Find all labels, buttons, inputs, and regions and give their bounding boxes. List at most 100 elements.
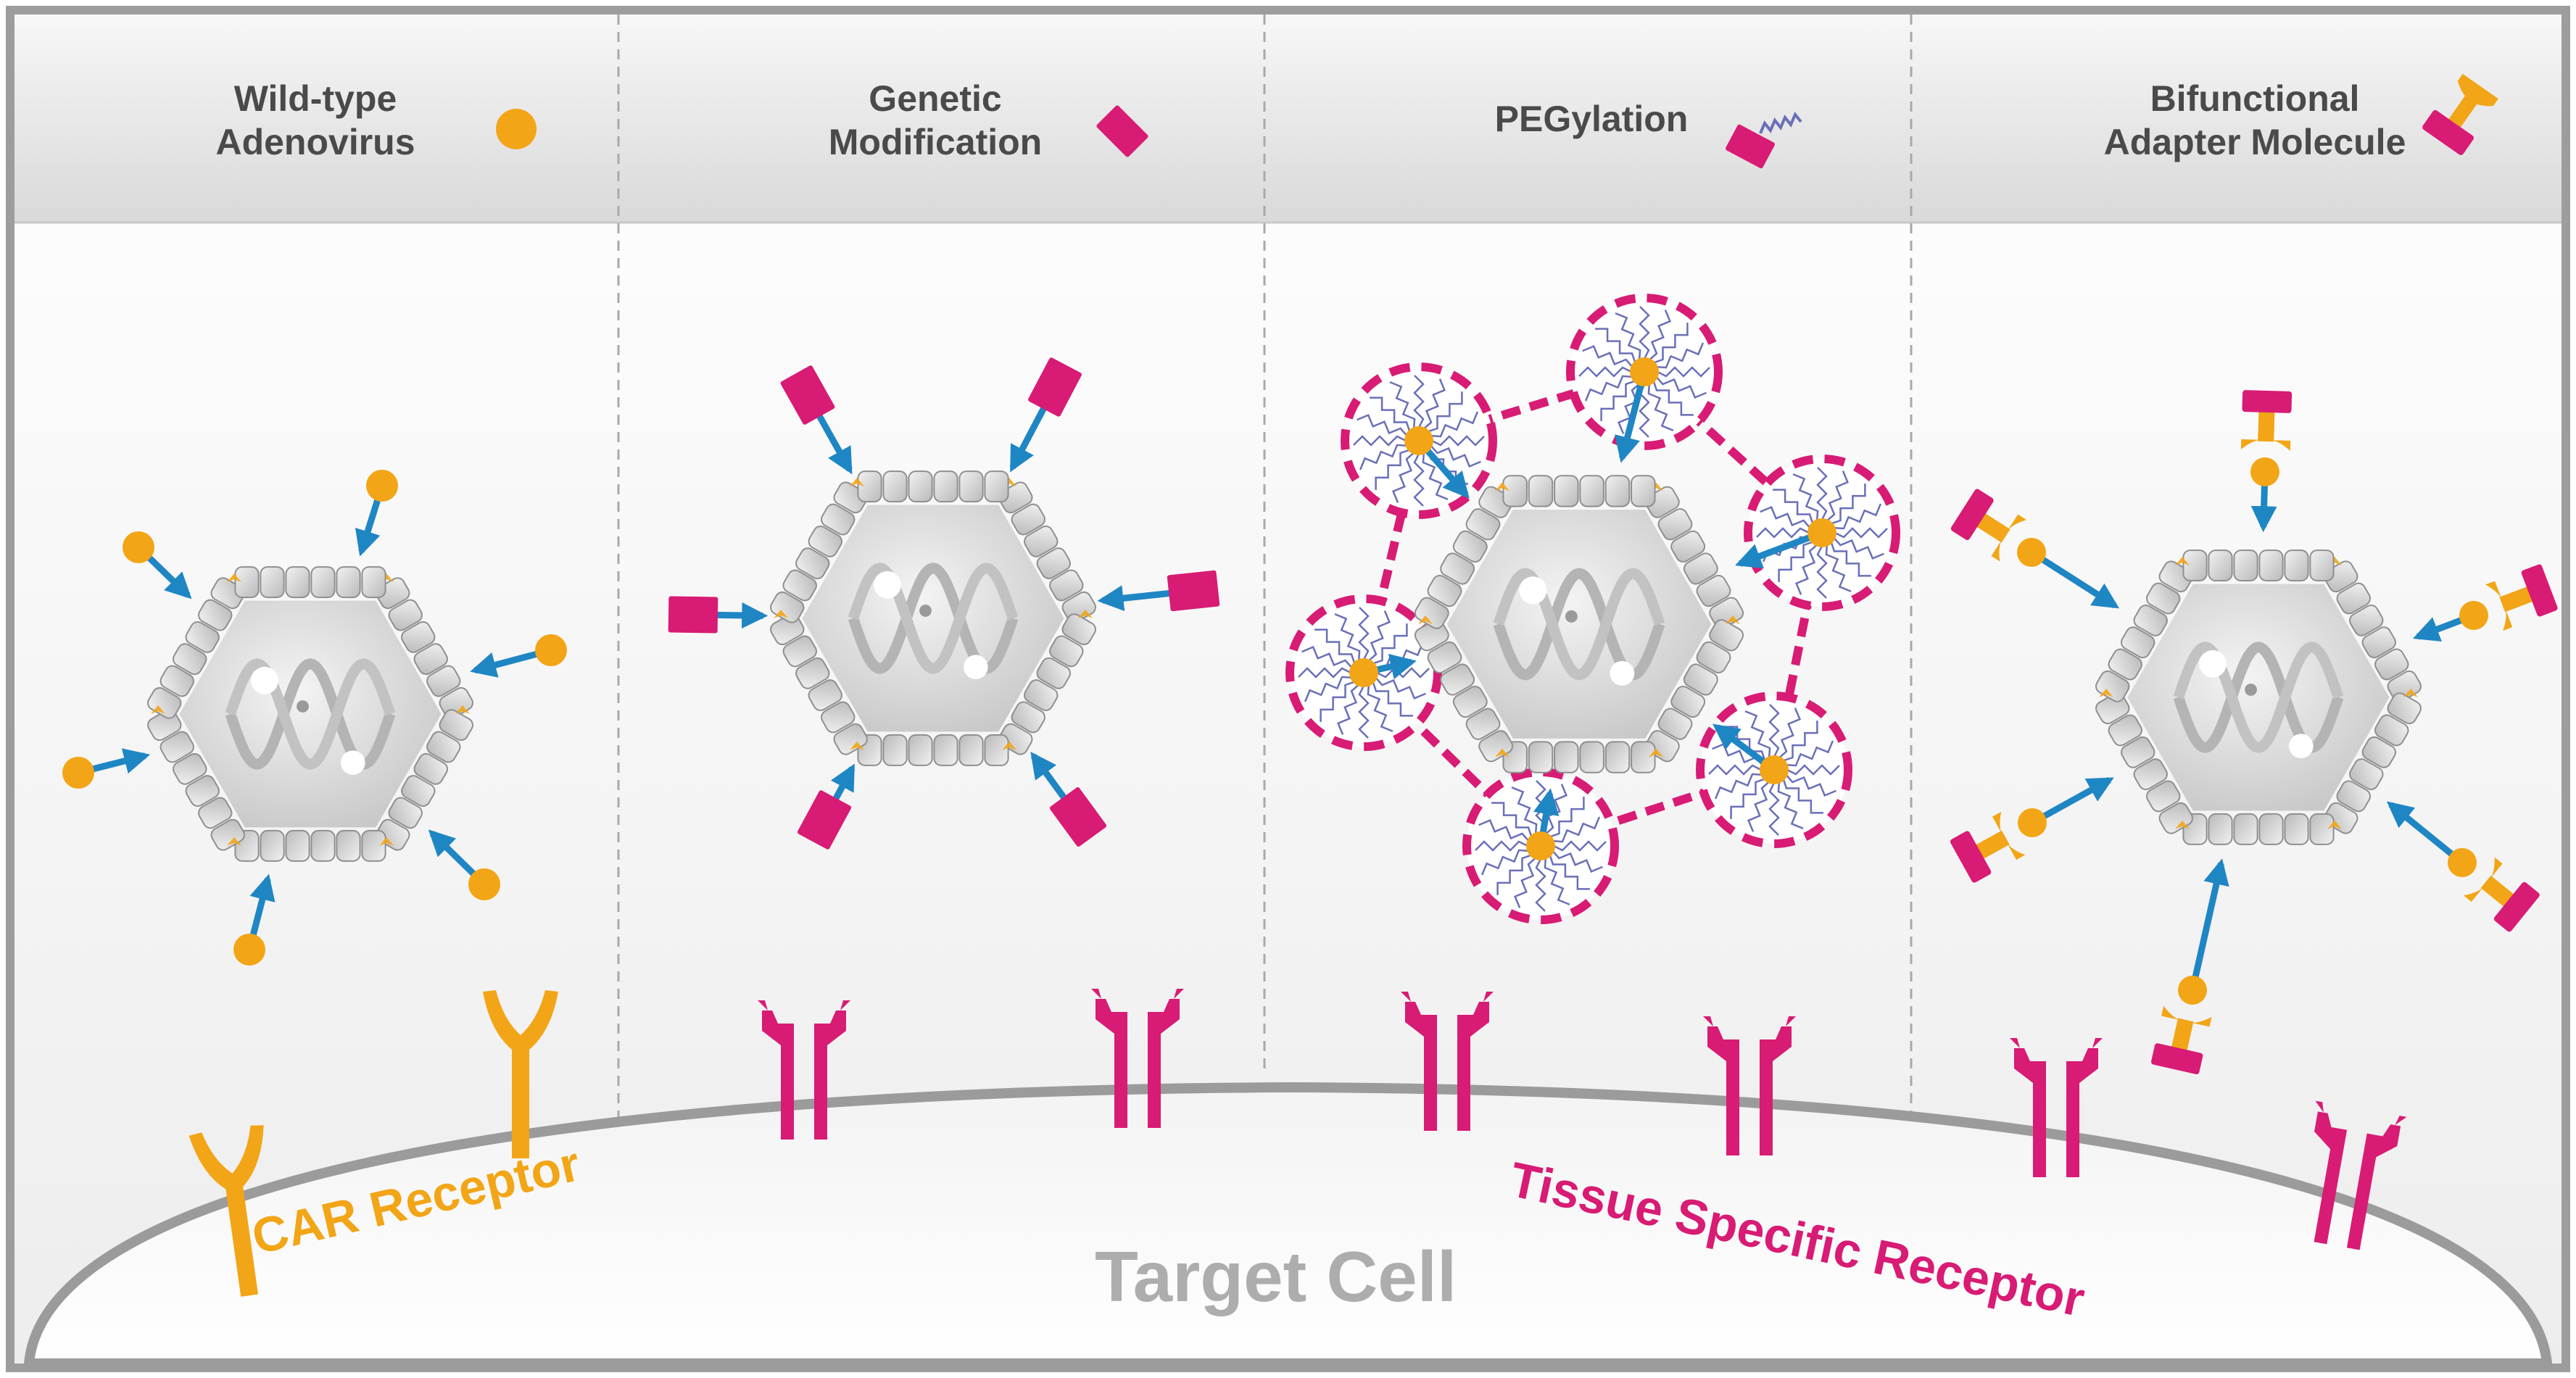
penton-base	[1649, 748, 1663, 758]
capsomer	[1657, 707, 1693, 740]
capsid-core	[802, 505, 1064, 732]
panel-title-adapter: Bifunctional Adapter Molecule	[2066, 77, 2443, 164]
fiber-arrow	[2030, 777, 2114, 826]
adapter-cup	[2240, 439, 2291, 451]
adapter-bound-adenovirus	[1950, 390, 2558, 1074]
receptor-tip	[1091, 989, 1184, 999]
capsomer	[1696, 574, 1731, 607]
car-receptor	[189, 1125, 264, 1297]
peg-chain	[1428, 391, 1463, 433]
capsomer	[2387, 692, 2422, 725]
receptor-half	[1148, 999, 1180, 1128]
capsomer	[808, 526, 842, 557]
capsomer	[1011, 503, 1045, 536]
capsomer	[1452, 685, 1488, 718]
adapter-molecule	[1950, 489, 2027, 562]
peg-chain	[1708, 764, 1762, 776]
penton-base	[2327, 820, 2342, 829]
capsomer	[1049, 635, 1084, 668]
core-highlight	[964, 655, 988, 679]
peg-chain	[1359, 444, 1407, 470]
peg-chain	[1786, 740, 1834, 767]
receptors	[189, 989, 2407, 1297]
peg-chain	[1825, 544, 1852, 593]
capsomer	[2208, 549, 2233, 582]
panel-dividers	[617, 14, 1913, 1131]
dna-strand	[225, 658, 396, 770]
peg-chain	[1653, 323, 1689, 364]
peg-chain	[1553, 840, 1607, 852]
fiber-knob	[1404, 426, 1433, 455]
target-cell	[23, 1082, 2553, 1369]
peg-chain	[1358, 685, 1370, 739]
capsomer	[2146, 780, 2181, 813]
capsomer	[401, 775, 436, 807]
adapter-cup	[2485, 581, 2513, 631]
peg-chain	[1768, 782, 1780, 836]
peg-chain	[1830, 541, 1871, 577]
capsomer	[1604, 741, 1631, 773]
capsomer	[1036, 657, 1071, 689]
fiber-knob	[2448, 848, 2477, 877]
adapter-stem	[2170, 1018, 2194, 1056]
receptor-tip	[2010, 1038, 2103, 1048]
targeting-ligand	[1049, 786, 1107, 847]
peg-chain	[1353, 435, 1407, 447]
pegylated-adenovirus	[1285, 294, 1900, 924]
peg-chain	[1544, 858, 1570, 906]
capsomer	[361, 566, 386, 599]
capsomer	[173, 752, 207, 785]
receptor-half	[2346, 1124, 2401, 1250]
peg-chain	[1430, 445, 1481, 468]
capsomer	[1427, 641, 1462, 674]
capsomer	[1554, 741, 1579, 773]
peg-chain	[1786, 764, 1840, 776]
peg-chain	[1357, 413, 1408, 436]
capsomer	[413, 752, 448, 785]
core-highlight	[1519, 576, 1547, 605]
peg-chain	[1413, 375, 1425, 428]
peg-chain	[1773, 489, 1814, 524]
fiber-arrow	[2029, 549, 2120, 609]
legend-icons	[496, 73, 2498, 169]
peg-chain	[1301, 645, 1353, 668]
peg-chain	[1833, 537, 1884, 560]
peg-chain	[1655, 376, 1707, 399]
capsomer	[795, 547, 830, 580]
peg-chain	[1834, 503, 1882, 530]
receptor-half	[762, 1010, 794, 1140]
peg-chain	[1792, 473, 1819, 521]
peg-chain	[1358, 607, 1370, 660]
capsomer	[908, 734, 933, 766]
peg-chain	[1584, 375, 1633, 402]
capsomer	[336, 829, 361, 862]
capsomer	[2233, 549, 2258, 582]
peg-chain	[1372, 623, 1408, 665]
receptor-half	[1096, 999, 1127, 1128]
capsomer	[361, 829, 386, 862]
capsomer	[984, 470, 1009, 503]
capsomer	[857, 470, 882, 503]
capsomer	[198, 599, 233, 631]
capsomer	[1061, 613, 1096, 646]
adapter-stem	[2258, 406, 2275, 442]
capsomer	[1683, 552, 1718, 585]
peg-chain	[1549, 855, 1590, 890]
dna-strand	[848, 563, 1019, 674]
capsomer	[198, 797, 233, 829]
adapter-ligand	[2151, 1043, 2203, 1074]
adapter-stem	[2499, 584, 2538, 613]
capsomer	[2374, 648, 2409, 681]
fiber-knob	[2459, 601, 2488, 630]
capsomer	[2309, 813, 2335, 845]
capsomer	[2374, 714, 2409, 747]
adapter-molecule	[2240, 390, 2293, 451]
peg-chain	[1595, 328, 1636, 363]
peg-chain	[1714, 773, 1763, 800]
receptor-half	[1457, 1002, 1489, 1131]
peg-chain	[1336, 684, 1359, 735]
capsomer	[1049, 569, 1084, 602]
adapter-molecule	[2485, 564, 2558, 631]
peg-chain	[1478, 818, 1530, 842]
capsomer	[1502, 475, 1528, 507]
